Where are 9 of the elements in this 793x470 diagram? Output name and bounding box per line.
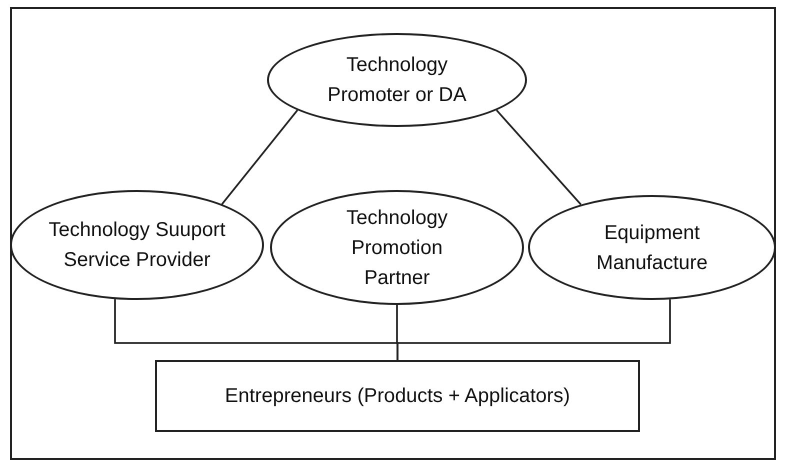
- connector-line: [496, 110, 582, 206]
- connector-line: [396, 299, 671, 360]
- node-label: Entrepreneurs (Products + Applicators): [224, 384, 570, 409]
- process-box: [155, 360, 640, 432]
- node-label: Technology Suuport Service Provider: [48, 218, 226, 273]
- node-label: Technology Promoter or DA: [326, 53, 468, 108]
- node-label: Technology Promotion Partner: [345, 206, 449, 290]
- connector-line: [221, 110, 298, 205]
- node-label: Equipment Manufacture: [595, 220, 709, 276]
